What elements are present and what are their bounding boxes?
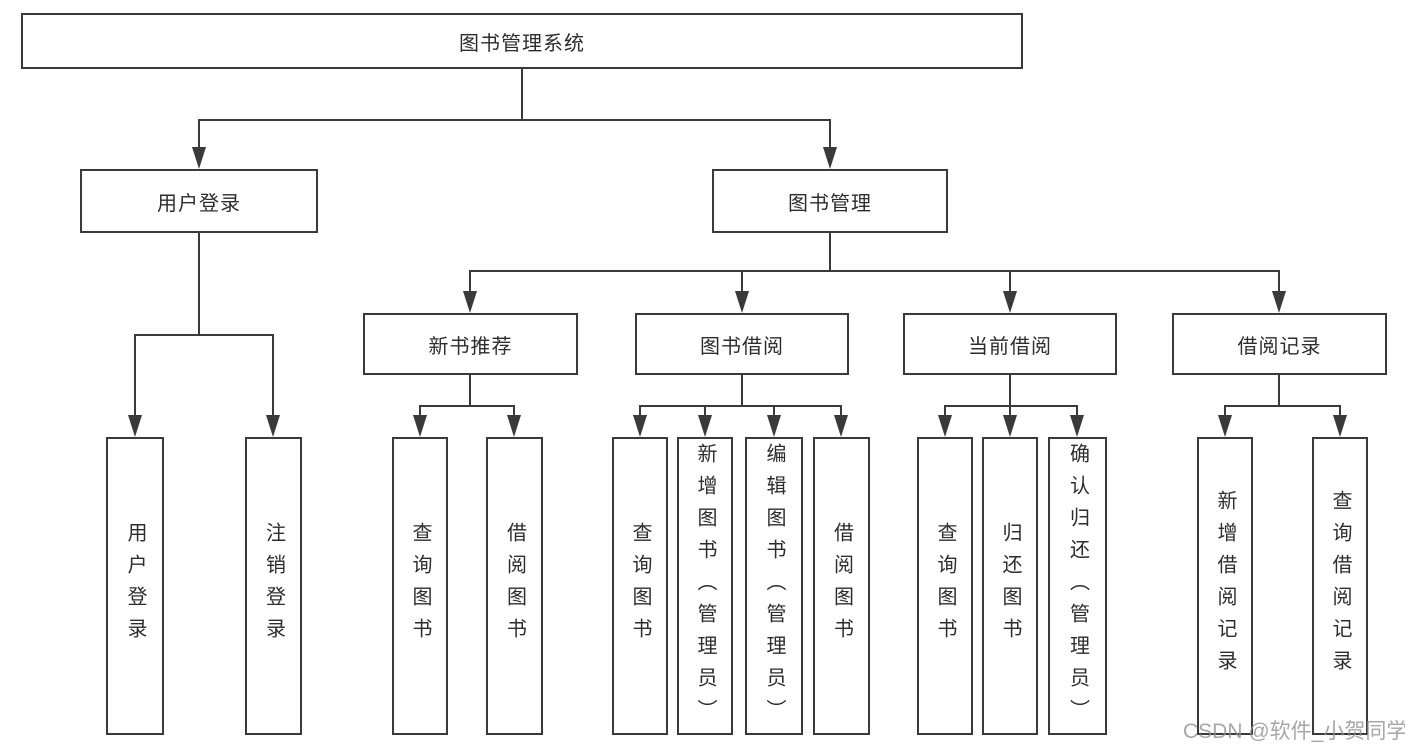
connector-stem xyxy=(469,270,471,293)
arrow-down-icon xyxy=(128,415,142,437)
arrow-down-icon xyxy=(767,415,781,437)
connector-stem xyxy=(1339,405,1341,419)
arrow-down-icon xyxy=(192,147,206,169)
connector-branch xyxy=(639,405,842,407)
arrow-down-icon xyxy=(507,415,521,437)
arrow-down-icon xyxy=(1003,415,1017,437)
node-new-book-recommend: 新书推荐 xyxy=(363,313,578,375)
arrow-down-icon xyxy=(735,291,749,313)
arrow-down-icon xyxy=(938,415,952,437)
connector-stem xyxy=(944,405,946,419)
node-borrowing-records: 借阅记录 xyxy=(1172,313,1387,375)
connector-user-login-drop xyxy=(198,233,200,336)
leaf-query-borrow-record: 查询借阅记录 xyxy=(1312,437,1368,735)
leaf-add-borrow-record: 新增借阅记录 xyxy=(1197,437,1253,735)
connector-book-mgmt-drop xyxy=(829,233,831,272)
arrow-down-icon xyxy=(834,415,848,437)
arrow-down-icon xyxy=(1218,415,1232,437)
connector-branch xyxy=(419,405,515,407)
node-current-borrowing: 当前借阅 xyxy=(903,313,1117,375)
leaf-query-books-2: 查询图书 xyxy=(612,437,668,735)
connector-stem xyxy=(1278,270,1280,293)
connector-stem xyxy=(1009,270,1011,293)
connector-stem xyxy=(1076,405,1078,419)
connector-stem xyxy=(704,405,706,419)
leaf-borrow-books-1: 借阅图书 xyxy=(486,437,543,735)
leaf-return-book: 归还图书 xyxy=(982,437,1038,735)
arrow-down-icon xyxy=(1003,291,1017,313)
arrow-down-icon xyxy=(633,415,647,437)
arrow-down-icon xyxy=(266,415,280,437)
connector-root-branch xyxy=(198,119,831,121)
arrow-down-icon xyxy=(1070,415,1084,437)
arrow-down-icon xyxy=(823,147,837,169)
connector-stem xyxy=(741,270,743,293)
connector-stem xyxy=(773,405,775,419)
connector-stem xyxy=(840,405,842,419)
watermark-text: CSDN @软件_小贺同学 xyxy=(1183,720,1405,743)
connector-stem xyxy=(1224,405,1226,419)
leaf-user-login: 用户登录 xyxy=(106,437,164,735)
connector-drop xyxy=(469,375,471,407)
node-user-login: 用户登录 xyxy=(80,169,318,233)
arrow-down-icon xyxy=(1272,291,1286,313)
arrow-down-icon xyxy=(463,291,477,313)
connector-stem xyxy=(198,119,200,149)
connector-drop xyxy=(741,375,743,407)
node-root: 图书管理系统 xyxy=(21,13,1023,69)
leaf-logout: 注销登录 xyxy=(245,437,302,735)
leaf-borrow-books-2: 借阅图书 xyxy=(813,437,870,735)
connector-book-mgmt-branch xyxy=(469,270,1280,272)
leaf-add-book-admin: 新增图书（管理员） xyxy=(677,437,733,735)
leaf-query-books-1: 查询图书 xyxy=(392,437,448,735)
connector-branch xyxy=(944,405,1078,407)
connector-stem xyxy=(639,405,641,419)
leaf-edit-book-admin: 编辑图书（管理员） xyxy=(745,437,803,735)
connector-drop xyxy=(1278,375,1280,407)
connector-stem xyxy=(419,405,421,419)
connector-stem xyxy=(1009,405,1011,419)
connector-root-drop xyxy=(521,69,523,120)
connector-stem xyxy=(134,334,136,417)
connector-drop xyxy=(1009,375,1011,407)
leaf-confirm-return-admin: 确认归还（管理员） xyxy=(1048,437,1107,735)
connector-stem xyxy=(272,334,274,417)
connector-user-login-branch xyxy=(134,334,274,336)
connector-stem xyxy=(829,119,831,149)
connector-stem xyxy=(513,405,515,419)
connector-branch xyxy=(1224,405,1341,407)
arrow-down-icon xyxy=(1333,415,1347,437)
leaf-query-books-3: 查询图书 xyxy=(917,437,973,735)
arrow-down-icon xyxy=(413,415,427,437)
arrow-down-icon xyxy=(698,415,712,437)
node-book-borrowing: 图书借阅 xyxy=(635,313,849,375)
node-book-management: 图书管理 xyxy=(712,169,948,233)
